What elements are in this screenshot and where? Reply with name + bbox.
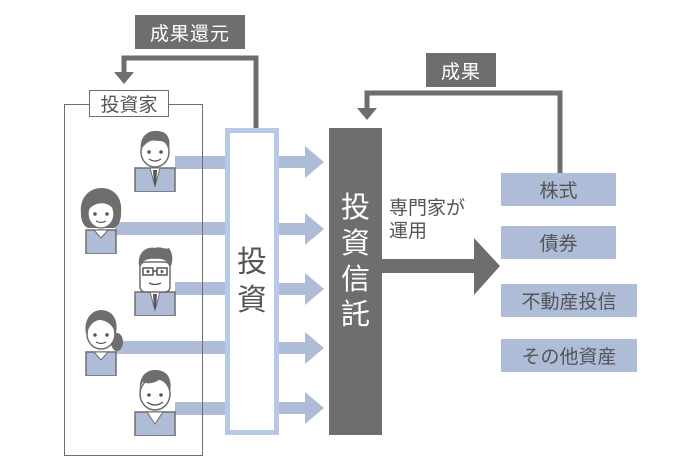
flow-bar-3 xyxy=(175,282,227,295)
result-arrow-line xyxy=(364,90,563,177)
asset-stocks: 株式 xyxy=(501,173,616,206)
investor-flows xyxy=(115,156,227,415)
investor-man-icon xyxy=(134,130,176,192)
return-arrow-line xyxy=(121,55,259,128)
flow-bar-4 xyxy=(115,341,227,354)
asset-reit: 不動産投信 xyxy=(501,284,637,317)
invest-arrow-2 xyxy=(279,213,324,245)
expert-management-label: 専門家が 運用 xyxy=(389,197,465,243)
invest-arrow-3 xyxy=(279,273,324,305)
investor-senior-man-icon xyxy=(134,370,176,436)
investment-char: 資 xyxy=(237,282,267,318)
asset-other: その他資産 xyxy=(501,339,637,372)
trust-char: 信 xyxy=(340,261,370,296)
investment-trust-column: 投 資 信 託 xyxy=(329,128,382,435)
return-arrow-head xyxy=(114,72,134,84)
expert-management-line1: 専門家が xyxy=(389,197,466,219)
result-label: 成果 xyxy=(426,53,496,87)
invest-arrows xyxy=(279,146,324,424)
flow-bar-5 xyxy=(175,402,227,415)
flow-bar-1 xyxy=(175,156,227,169)
return-label: 成果還元 xyxy=(135,15,245,49)
invest-arrow-1 xyxy=(279,146,324,178)
investment-column: 投 資 xyxy=(225,128,279,435)
management-arrow xyxy=(382,238,500,295)
trust-char: 託 xyxy=(340,297,370,332)
invest-arrow-5 xyxy=(279,392,324,424)
investor-man-glasses-icon xyxy=(134,247,176,316)
asset-bonds: 債券 xyxy=(501,226,616,259)
result-arrow-head xyxy=(357,108,377,120)
investment-char: 投 xyxy=(237,245,267,280)
expert-management-line2: 運用 xyxy=(389,219,428,242)
investor-woman-ponytail-icon xyxy=(85,310,123,376)
invest-arrow-4 xyxy=(279,332,324,364)
trust-char: 資 xyxy=(340,225,370,260)
investors-label: 投資家 xyxy=(89,90,169,117)
flow-bar-2 xyxy=(115,222,227,235)
investor-woman-icon xyxy=(80,188,122,254)
trust-char: 投 xyxy=(340,190,370,225)
